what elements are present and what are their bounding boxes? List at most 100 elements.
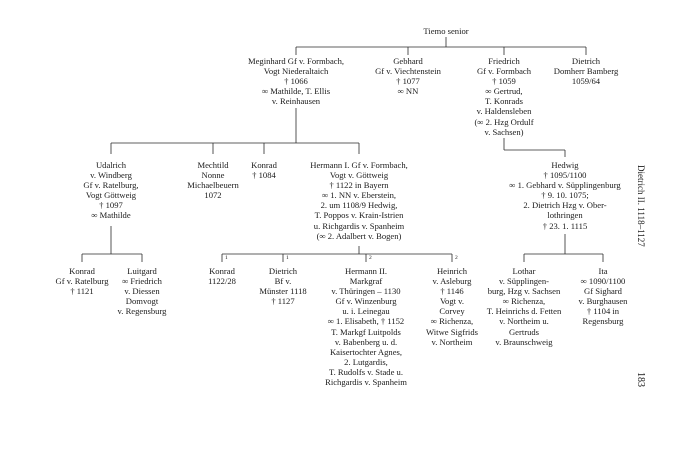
entry-line: T. Heinrichs d. Fetten — [486, 306, 562, 317]
entry-line: Mechtild — [197, 160, 229, 170]
person-hedwig: Hedwig† 1095/1100∞ 1. Gebhard v. Süpplin… — [509, 160, 620, 231]
entry-line: T. Konrads — [484, 96, 524, 107]
entry-line: † 1122 in Bayern — [329, 180, 389, 191]
entry-line: Hedwig — [551, 160, 579, 170]
entry-line: ∞ 1. Elisabeth, † 1152 — [327, 316, 405, 327]
entry-line: Gf v. Winzenburg — [335, 296, 397, 307]
entry-line: 1072 — [204, 190, 222, 201]
entry-line: † 1077 — [396, 76, 420, 87]
entry-line: v. Babenberg u. d. — [334, 336, 398, 347]
entry-line: T. Markgf Luitpolds — [331, 326, 401, 337]
entry-line: † 9. 10. 1075; — [541, 190, 589, 201]
entry-line: v. Windberg — [90, 170, 132, 181]
entry-line: Konrad — [251, 160, 277, 170]
entry-line: v. Süpplingen- — [498, 276, 550, 287]
entry-line: Hermann I. Gf v. Formbach, — [310, 160, 408, 170]
entry-line: Markgraf — [349, 276, 383, 287]
entry-line: Udalrich — [95, 160, 127, 170]
entry-line: 2. Dietrich Hzg v. Ober- — [523, 200, 607, 211]
entry-line: Tiemo senior — [423, 26, 469, 36]
entry-line: Hermann II. — [344, 266, 387, 276]
running-head: Dietrich II. 1118–1127 — [636, 165, 646, 247]
entry-line: burg, Hzg v. Sachsen — [487, 286, 561, 297]
entry-line: Meginhard Gf v. Formbach, — [247, 56, 345, 66]
entry-line: v. Regensburg — [117, 306, 167, 317]
entry-line: v. Diessen — [124, 286, 160, 297]
page-number: 183 — [635, 372, 646, 387]
entry-line: Gf v. Formbach — [476, 66, 532, 77]
entry-line: † 1146 — [440, 286, 464, 297]
entry-line: Ita — [598, 266, 608, 276]
entry-line: Kaisertochter Agnes, — [329, 346, 403, 357]
entry-line: Gebhard — [393, 56, 423, 66]
entry-line: Lothar — [512, 266, 536, 276]
entry-line: 2. um 1108/9 Hedwig, — [320, 200, 398, 211]
entry-line: Vogt Göttweig — [85, 190, 137, 201]
entry-line: Luitgard — [127, 266, 157, 276]
entry-line: Regensburg — [582, 316, 624, 327]
entry-line: v. Thüringen – 1130 — [331, 286, 401, 297]
entry-line: ∞ Richenza, — [430, 316, 474, 327]
entry-line: † 1127 — [271, 296, 295, 307]
entry-line: (∞ 2. Adalbert v. Bogen) — [316, 230, 402, 241]
entry-line: v. Asleburg — [432, 276, 472, 287]
entry-line: 1059/64 — [571, 76, 601, 87]
marriage-mark: 1 — [225, 255, 228, 261]
person-hermann-1: Hermann I. Gf v. Formbach,Vogt v. Göttwe… — [310, 160, 408, 241]
entry-line: u. i. Leinegau — [342, 306, 390, 317]
entry-line: Michaelbeuern — [187, 180, 239, 191]
entry-line: 2. Lutgardis, — [344, 356, 388, 367]
entry-line: † 1059 — [492, 76, 516, 87]
person-konrad-1084: Konrad† 1084 — [251, 160, 277, 180]
entry-line: Bf v. — [274, 276, 292, 287]
entry-line: Richgardis v. Spanheim — [325, 377, 407, 388]
entry-line: v. Northeim — [431, 336, 473, 347]
entry-line: Friedrich — [488, 56, 520, 66]
entry-line: ∞ 1. Gebhard v. Süpplingenburg — [509, 180, 621, 191]
entry-line: lothringen — [547, 210, 583, 221]
entry-line: Corvey — [439, 306, 465, 317]
entry-line: v. Northeim u. — [499, 316, 549, 327]
entry-line: † 1097 — [99, 200, 123, 211]
entry-line: v. Reinhausen — [271, 96, 321, 107]
entry-line: Münster 1118 — [259, 286, 307, 297]
entry-line: Witwe Sigfrids — [426, 326, 478, 337]
marriage-mark: 1 — [286, 255, 289, 261]
entry-line: v. Sachsen) — [484, 126, 524, 137]
entry-line: Vogt Niederaltaich — [263, 66, 329, 77]
entry-line: ∞ Mathilde, T. Ellis — [261, 86, 331, 97]
entry-line: v. Braunschweig — [495, 336, 553, 347]
entry-line: ∞ Mathilde — [91, 210, 131, 221]
entry-line: u. Richgardis v. Spanheim — [313, 220, 405, 231]
entry-line: Dietrich — [571, 56, 601, 66]
entry-line: ∞ NN — [397, 86, 419, 97]
entry-line: Nonne — [201, 170, 225, 181]
entry-line: Konrad — [69, 266, 95, 276]
entry-line: T. Poppos v. Krain-Istrien — [314, 210, 404, 221]
entry-line: ∞ 1. NN v. Eberstein, — [321, 190, 397, 201]
entry-line: Domherr Bamberg — [553, 66, 619, 77]
person-meginhard: Meginhard Gf v. Formbach,Vogt Niederalta… — [248, 56, 344, 106]
entry-line: v. Haldensleben — [476, 106, 532, 117]
entry-line: v. Burghausen — [578, 296, 628, 307]
entry-line: ∞ Richenza, — [502, 296, 546, 307]
entry-line: † 1104 in — [586, 306, 620, 317]
marriage-mark: 2 — [369, 255, 372, 261]
entry-line: Gf v. Viechtenstein — [375, 66, 441, 77]
entry-line: Heinrich — [436, 266, 468, 276]
entry-line: Gf v. Ratelburg — [55, 276, 109, 287]
